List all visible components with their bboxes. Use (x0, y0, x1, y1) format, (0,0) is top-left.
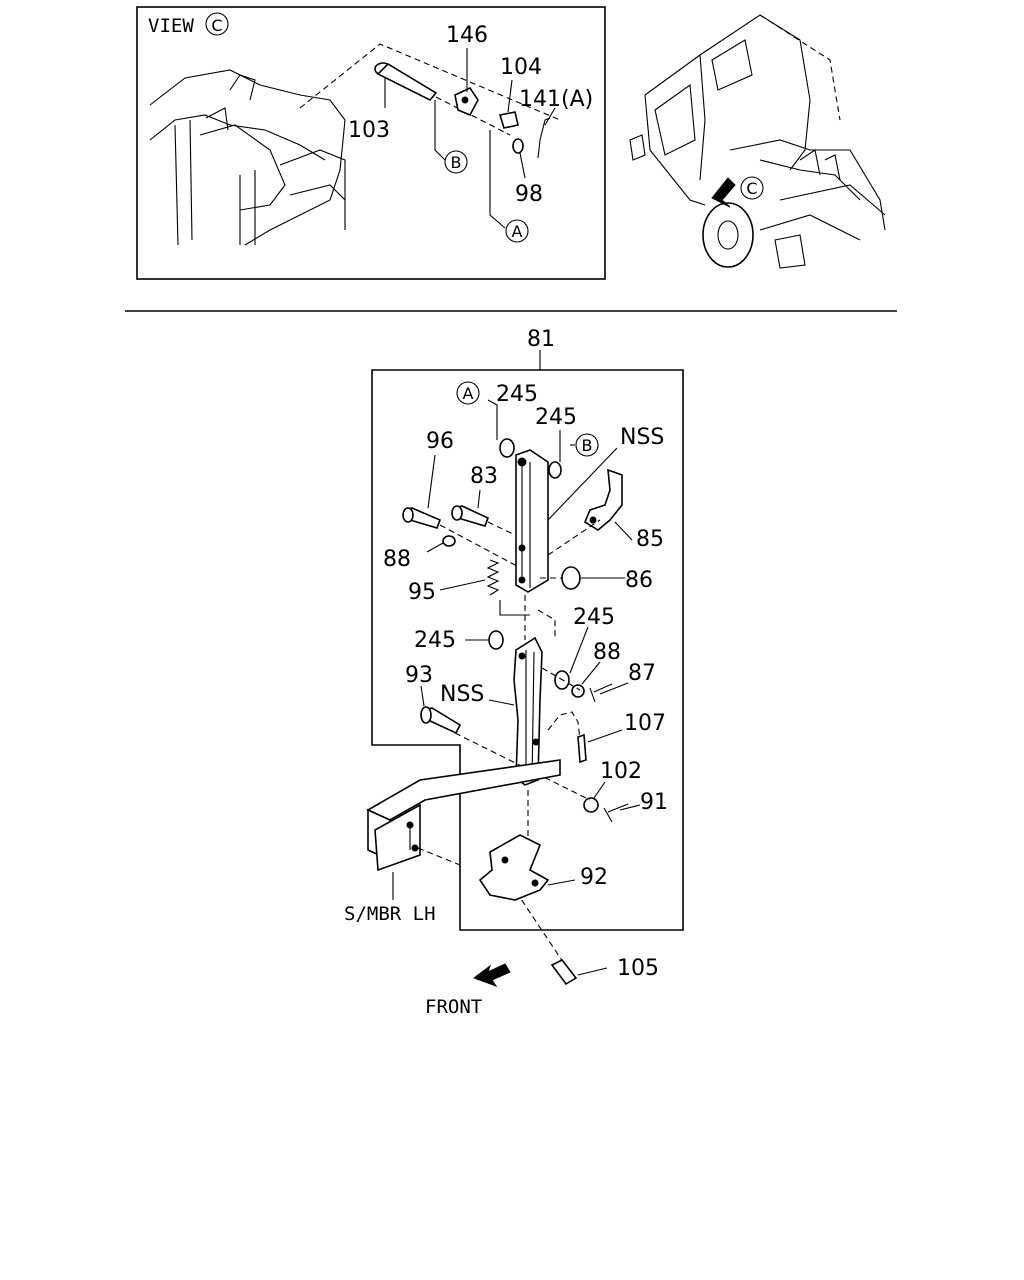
upper-link (515, 449, 549, 593)
bracket-92 (478, 834, 550, 901)
callout-86: 86 (625, 568, 653, 593)
lower-link (513, 636, 543, 786)
view-c-chassis-sketch (149, 43, 561, 246)
callout-104: 104 (500, 55, 542, 80)
truck-wheel (702, 202, 754, 268)
washer-88-left (442, 535, 456, 547)
ref-b-main: B (582, 436, 593, 455)
callout-87: 87 (628, 661, 656, 686)
bush-245-right (548, 461, 562, 479)
frame-label: S/MBR LH (344, 903, 436, 925)
bush-245-left (488, 630, 504, 650)
clip-141 (537, 117, 551, 159)
front-indicator: FRONT (425, 963, 511, 1018)
front-arrow-icon (472, 963, 511, 987)
callout-245-right: 245 (535, 405, 577, 430)
bolt-105 (550, 958, 578, 986)
view-ref-c: C (211, 16, 222, 35)
spring-95 (486, 559, 500, 596)
bolt-104 (498, 111, 519, 129)
callout-245-left: 245 (414, 628, 456, 653)
callout-95: 95 (408, 580, 436, 605)
ref-a-main: A (463, 384, 474, 403)
callout-245-top: 245 (496, 382, 538, 407)
callout-105: 105 (617, 956, 659, 981)
washer-102 (583, 797, 599, 813)
callout-93: 93 (405, 663, 433, 688)
ref-b-top: B (451, 153, 462, 172)
view-label: VIEW (148, 15, 194, 37)
callout-245-lower: 245 (573, 605, 615, 630)
washer-88-right (571, 684, 585, 698)
ring-86 (561, 566, 581, 590)
side-member-lh (366, 759, 561, 872)
callout-92: 92 (580, 865, 608, 890)
callout-96: 96 (426, 429, 454, 454)
assembly-81: 81 (344, 327, 684, 986)
callout-81: 81 (527, 327, 555, 352)
callout-107: 107 (624, 711, 666, 736)
callout-146: 146 (446, 23, 488, 48)
view-c-panel: VIEW C (136, 6, 606, 280)
callout-91: 91 (640, 790, 668, 815)
callout-85: 85 (636, 527, 664, 552)
bush-245-upper (499, 438, 515, 458)
washer-98 (512, 138, 524, 154)
callout-98: 98 (515, 182, 543, 207)
callout-102: 102 (600, 759, 642, 784)
pin-103 (374, 62, 511, 136)
callout-83: 83 (470, 464, 498, 489)
callout-nss-upper: NSS (620, 425, 664, 450)
ref-c-truck: C (746, 179, 757, 198)
callout-88-right: 88 (593, 640, 621, 665)
callout-nss-lower: NSS (440, 682, 484, 707)
ref-a-top: A (512, 222, 523, 241)
callout-141a: 141(A) (519, 87, 593, 112)
callout-103: 103 (348, 118, 390, 143)
callout-88-left: 88 (383, 547, 411, 572)
chain-107 (547, 711, 581, 741)
pin-91 (603, 803, 629, 823)
pin-87 (589, 683, 613, 703)
front-label: FRONT (425, 996, 482, 1018)
truck-overview: C (629, 14, 886, 269)
